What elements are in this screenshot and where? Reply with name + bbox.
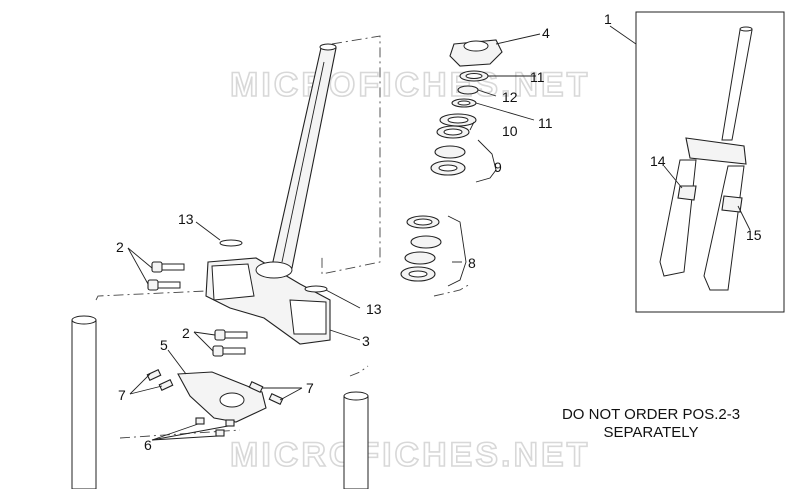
callout-7-right: 7 xyxy=(306,380,314,396)
o-ring-lower xyxy=(304,285,328,293)
callout-11-lower: 11 xyxy=(538,115,553,131)
callout-10: 10 xyxy=(502,123,518,139)
ordering-note-line-2: SEPARATELY xyxy=(603,424,699,441)
callout-12: 12 xyxy=(502,89,518,105)
top-nut xyxy=(449,39,503,67)
callout-7-left: 7 xyxy=(118,387,126,403)
screws xyxy=(195,417,235,437)
ordering-note: DO NOT ORDER POS.2-3 SEPARATELY xyxy=(520,406,782,442)
bearing-lower xyxy=(400,215,442,282)
callout-labels: 1 2 2 3 4 5 6 7 7 8 9 10 11 11 12 13 13 … xyxy=(116,11,762,453)
callout-9: 9 xyxy=(494,159,502,175)
watermark-top: MICROFICHES.NET xyxy=(230,66,590,104)
callout-1: 1 xyxy=(604,11,612,27)
callout-14: 14 xyxy=(650,153,666,169)
fork-assembly-box xyxy=(635,11,785,313)
leader-lines xyxy=(127,25,751,441)
lower-yoke xyxy=(205,257,331,345)
cover-plate xyxy=(177,371,267,423)
callout-6: 6 xyxy=(144,437,152,453)
callout-13-lower: 13 xyxy=(366,301,382,317)
callout-8: 8 xyxy=(468,255,476,271)
callout-15: 15 xyxy=(746,227,762,243)
callout-3: 3 xyxy=(362,333,370,349)
callout-11-upper: 11 xyxy=(530,69,545,85)
o-ring-upper xyxy=(219,239,243,247)
clips xyxy=(146,369,284,405)
bearing-upper xyxy=(430,125,470,176)
bolts-lower xyxy=(212,329,248,357)
callout-4: 4 xyxy=(542,25,550,41)
callout-2-lower: 2 xyxy=(182,325,190,341)
watermark-bottom: MICROFICHES.NET xyxy=(230,436,590,474)
steering-stem xyxy=(271,43,337,269)
bolts-upper xyxy=(147,261,185,291)
callout-5: 5 xyxy=(160,337,168,353)
callout-13-upper: 13 xyxy=(178,211,194,227)
callout-2-upper: 2 xyxy=(116,239,124,255)
ordering-note-line-1: DO NOT ORDER POS.2-3 xyxy=(561,406,741,423)
